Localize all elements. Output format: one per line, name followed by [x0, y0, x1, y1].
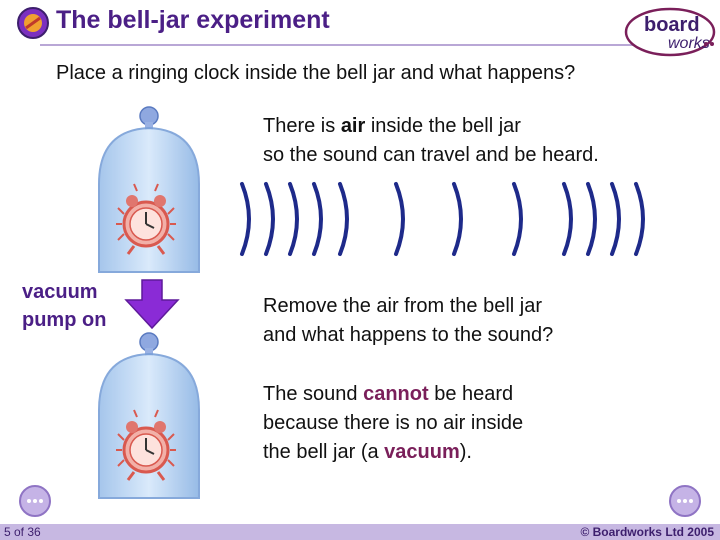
header-divider [40, 44, 640, 46]
alarm-clock-icon [116, 183, 176, 255]
air-explanation: There is air inside the bell jar so the … [263, 115, 599, 166]
remove-air-question: Remove the air from the bell jar and wha… [263, 295, 554, 346]
vacuum-pump-label: vacuum pump on [22, 281, 107, 331]
alarm-clock-icon [116, 409, 176, 481]
page-number: 5 of 36 [4, 525, 41, 539]
footer-bar [0, 524, 720, 540]
nav-previous-icon[interactable] [18, 484, 52, 518]
bell-jar-with-air [98, 106, 200, 273]
down-arrow-icon [124, 279, 180, 330]
bell-jar-vacuum [98, 332, 200, 499]
nav-next-icon[interactable] [668, 484, 702, 518]
cannot-highlight: cannot [363, 383, 429, 405]
vacuum-explanation: The sound cannot be heard because there … [263, 383, 524, 463]
question-text: Place a ringing clock inside the bell ja… [56, 62, 576, 84]
page-title: The bell-jar experiment [56, 6, 330, 34]
sound-waves [240, 182, 645, 256]
sound-speaker-icon [17, 7, 49, 39]
vacuum-highlight: vacuum [384, 441, 460, 463]
copyright-text: © Boardworks Ltd 2005 [580, 525, 714, 539]
boardworks-logo: board works [624, 7, 716, 57]
brand-top-text: board [644, 14, 700, 36]
air-highlight: air [340, 115, 366, 137]
brand-bottom-text: works [668, 35, 710, 52]
